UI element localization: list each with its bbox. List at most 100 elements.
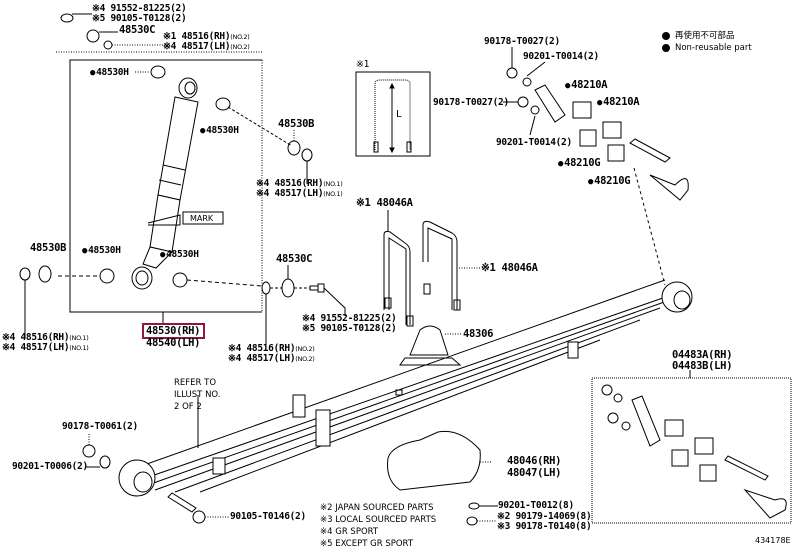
bolt-low-label-1: ※4 91552-81225(2) <box>302 313 397 324</box>
bushing-left-rh-label: ※4 48516(RH)(NO.1) <box>2 332 89 343</box>
bushing-48210G-2-label: 48210G <box>588 176 630 187</box>
cushion-48530H-label-4: 48530H <box>160 250 199 260</box>
spring-seat <box>388 431 493 490</box>
bushing-low-rh-text: ※4 48516(RH) <box>228 343 296 354</box>
no1-note: (NO.1) <box>69 334 89 342</box>
legend-bullet-2 <box>663 45 670 52</box>
shackle-parts <box>503 47 688 285</box>
washer-48530C-low <box>282 279 294 297</box>
shock-rh-label[interactable]: 48530(RH) <box>146 325 201 337</box>
seat-washer <box>469 503 479 509</box>
bushing-top-rh-text: ※1 48516(RH) <box>163 31 231 42</box>
front-bolt <box>168 493 196 512</box>
front-washer-label: 90201-T0006(2) <box>12 461 88 472</box>
shackle-washer-1-label: 90201-T0014(2) <box>523 51 599 62</box>
shackle-washer-2-label: 90201-T0014(2) <box>496 137 572 148</box>
bushing-48210A-1 <box>573 102 591 118</box>
shackle-kit-rh-label: 04483A(RH) <box>672 349 733 361</box>
bushing-48210A-2 <box>603 122 621 138</box>
ubolt-a-label: ※1 48046A <box>356 197 413 209</box>
washer-48530C-top <box>87 30 99 42</box>
spring-clip-1 <box>213 458 225 474</box>
bushing-low-lh-label: ※4 48517(LH)(NO.2) <box>228 353 315 364</box>
footnote-4: ※5 EXCEPT GR SPORT <box>320 539 414 549</box>
front-nut <box>83 445 95 457</box>
legend-text-en: Non-reusable part <box>675 43 752 53</box>
bushing-top-lh-text: ※4 48517(LH) <box>163 41 231 52</box>
shock-absorber-group <box>20 14 345 345</box>
cushion-48530H-label-2: 48530H <box>200 126 239 136</box>
washer-48530B-right <box>288 141 300 155</box>
seat-nut-b-label: ※3 90178-T0140(8) <box>497 521 592 532</box>
bushing-right <box>302 149 312 161</box>
front-bolt-label: 90105-T0146(2) <box>230 511 306 522</box>
bushing-left-rh-text: ※4 48516(RH) <box>2 332 70 343</box>
legend-text-jp: 再使用不可部品 <box>675 31 735 41</box>
shackle-kit-box <box>592 370 791 523</box>
bushing-48210A-2-label: 48210A <box>597 97 639 108</box>
bushing-48210A-1-label: 48210A <box>565 80 607 91</box>
bushing-low-rh-label: ※4 48516(RH)(NO.2) <box>228 343 315 354</box>
ubolt-detail-ref: ※1 <box>356 59 370 70</box>
bolt-low <box>310 284 324 292</box>
bushing-left-lh-label: ※4 48517(LH)(NO.1) <box>2 342 89 353</box>
ubolt-b-label: ※1 48046A <box>481 262 538 274</box>
spring-seat-rh-label: 48046(RH) <box>507 455 562 467</box>
ubolt-length-label: L <box>396 109 402 120</box>
cushion-bot-1 <box>100 269 114 283</box>
cushion-bot-2 <box>173 273 187 287</box>
footnote-3: ※4 GR SPORT <box>320 527 379 537</box>
highlighted-part-box[interactable] <box>142 323 205 339</box>
cushion-48530H-label-1: 48530H <box>90 68 129 78</box>
footnote-2: ※3 LOCAL SOURCED PARTS <box>320 515 437 525</box>
footnote-1: ※2 JAPAN SOURCED PARTS <box>320 503 434 513</box>
seat-nut <box>467 517 477 525</box>
illustration-id: 434178E <box>755 536 791 545</box>
ubolts <box>384 210 480 326</box>
bolt-top <box>61 14 73 22</box>
spring-eye-rear <box>662 282 692 312</box>
shackle-pin <box>630 139 670 162</box>
spring-clip-2 <box>568 342 578 358</box>
refer-note-3: 2 OF 2 <box>174 402 202 412</box>
no2-note: (NO.2) <box>295 355 315 363</box>
bushing-low <box>262 282 270 294</box>
no2-note: (NO.2) <box>230 33 250 41</box>
bushing-mid-lh-label: ※4 48517(LH)(NO.1) <box>256 188 343 199</box>
bolt-low-label-2: ※5 90105-T0128(2) <box>302 323 397 334</box>
shackle-nut-1-label: 90178-T0027(2) <box>484 36 560 47</box>
shackle-kit-lh-label: 04483B(LH) <box>672 360 733 372</box>
bushing-mid-lh-text: ※4 48517(LH) <box>256 188 324 199</box>
bushing-top-lh-label: ※4 48517(LH)(NO.2) <box>163 41 250 52</box>
front-nut-label: 90178-T0061(2) <box>62 421 138 432</box>
spring-seat-lh-label: 48047(LH) <box>507 467 562 479</box>
shock-lh-label[interactable]: 48540(LH) <box>146 337 201 349</box>
washer-48530C-low-label: 48530C <box>276 253 313 265</box>
no1-note: (NO.1) <box>323 180 343 188</box>
cushion-48530H-label-3: 48530H <box>82 246 121 256</box>
spring-tab <box>293 395 305 417</box>
no1-note: (NO.1) <box>323 190 343 198</box>
bushing-mid-rh-text: ※4 48516(RH) <box>256 178 324 189</box>
cushion-top-1 <box>151 66 165 78</box>
front-washer <box>100 456 110 468</box>
cushion-top-2 <box>216 98 230 110</box>
bushing-top-rh-label: ※1 48516(RH)(NO.2) <box>163 31 250 42</box>
washer-48530B-left <box>39 266 51 282</box>
spring-bumper <box>400 326 462 365</box>
washer-48530B-left-label: 48530B <box>30 242 67 254</box>
bushing-48210G-1-label: 48210G <box>558 158 600 169</box>
refer-note-2: ILLUST NO. <box>174 390 221 400</box>
bushing-mid-rh-label: ※4 48516(RH)(NO.1) <box>256 178 343 189</box>
no2-note: (NO.2) <box>295 345 315 353</box>
bushing-48210G-2 <box>608 145 624 161</box>
bolt-top-label-2: ※5 90105-T0128(2) <box>92 13 187 24</box>
spring-bumper-label: 48306 <box>463 328 494 340</box>
bushing-48210G-1 <box>580 130 596 146</box>
bushing-left-lh-text: ※4 48517(LH) <box>2 342 70 353</box>
seat-nut-a-label: ※2 90179-14069(8) <box>497 511 592 522</box>
ubolt-detail <box>356 72 430 156</box>
bushing-left <box>20 268 30 280</box>
bushing-low-lh-text: ※4 48517(LH) <box>228 353 296 364</box>
